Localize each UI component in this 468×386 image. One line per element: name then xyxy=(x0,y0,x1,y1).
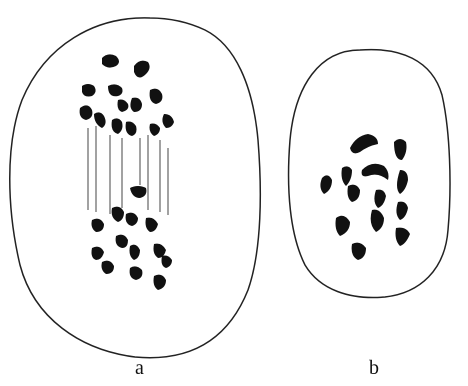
chromosome xyxy=(352,243,366,260)
chromosome xyxy=(342,166,353,186)
chromosome xyxy=(130,266,143,280)
chromosomes-b xyxy=(320,134,410,260)
chromosome xyxy=(394,139,407,160)
chromosome xyxy=(80,105,93,120)
chromosome xyxy=(92,219,105,232)
chromosome xyxy=(162,114,174,128)
chromosome xyxy=(134,61,150,78)
chromosome xyxy=(348,185,361,202)
chromosome xyxy=(102,261,115,274)
chromosome xyxy=(362,164,389,180)
chromosomes-a-upper xyxy=(80,54,174,136)
chromosome xyxy=(94,112,106,128)
chromosome xyxy=(396,202,408,220)
chromosome xyxy=(130,186,146,198)
chromosome xyxy=(350,134,378,153)
chromosome xyxy=(371,210,384,232)
chromosome xyxy=(146,218,159,232)
chromosome xyxy=(320,175,332,194)
chromosome xyxy=(126,122,137,137)
chromosome xyxy=(116,235,128,248)
chromosome xyxy=(130,98,142,112)
chromosome xyxy=(150,124,161,137)
chromosome xyxy=(118,100,129,113)
chromosome xyxy=(102,54,119,67)
chromosomes-a-lower xyxy=(92,207,173,290)
chromosome xyxy=(396,228,411,246)
chromosome xyxy=(108,84,123,96)
chromosome xyxy=(130,245,141,260)
chromosome xyxy=(112,118,123,134)
chromosome xyxy=(397,170,408,194)
chromosome xyxy=(92,247,105,260)
chromosome xyxy=(150,89,163,104)
spindle-fibers xyxy=(88,126,168,215)
label-a: a xyxy=(135,357,144,380)
chromosome xyxy=(154,275,167,290)
label-b: b xyxy=(369,357,379,380)
chromosome xyxy=(112,207,124,222)
chromosome xyxy=(126,213,138,226)
chromosome xyxy=(82,84,96,97)
chromosome xyxy=(162,256,173,269)
chromosome xyxy=(336,216,351,236)
chromosome xyxy=(374,190,386,208)
